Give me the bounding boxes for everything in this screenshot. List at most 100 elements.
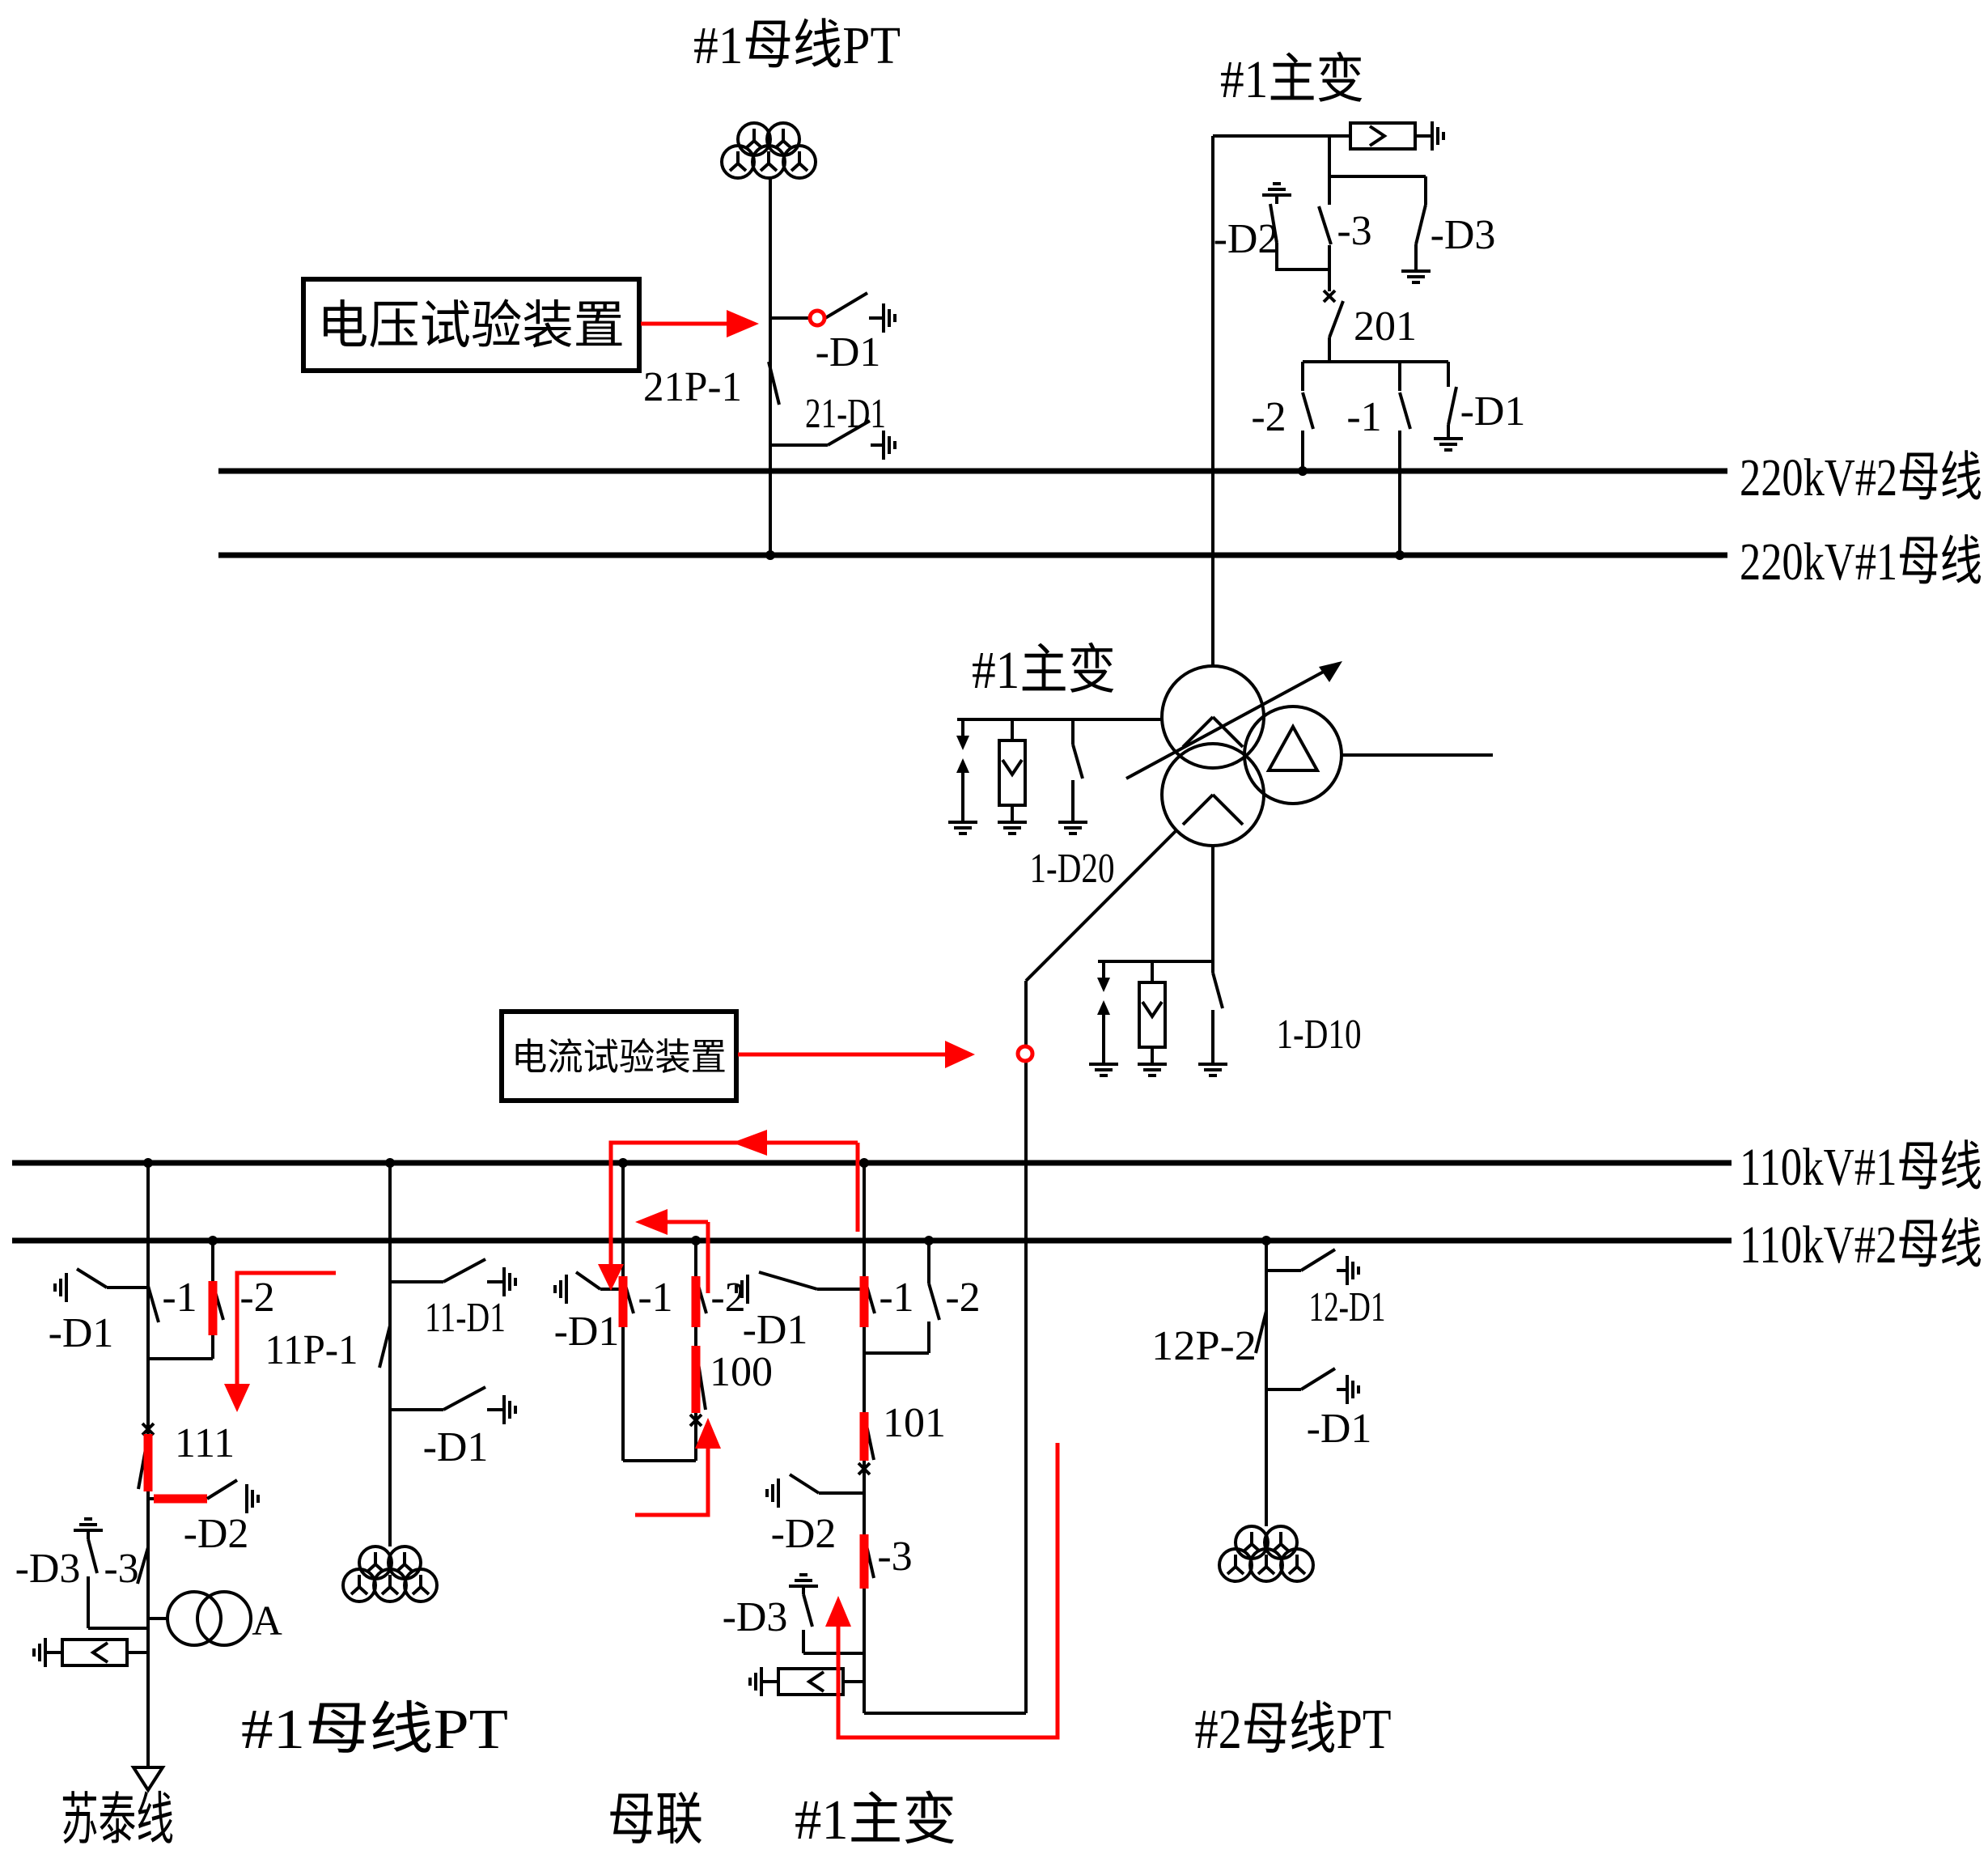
tx110-d2-label: -D2 bbox=[771, 1511, 837, 1557]
disconnector-icon bbox=[1317, 136, 1426, 291]
busbar-220kv-2-label: 220kV#2母线 bbox=[1740, 448, 1982, 507]
pt-winding-icon bbox=[1218, 1525, 1315, 1583]
tx110-name-label: #1主变 bbox=[795, 1789, 956, 1852]
voltage-test-point bbox=[807, 308, 827, 328]
tx-110kv-lead bbox=[864, 829, 1178, 1715]
pt220-breaker-label: 21P-1 bbox=[643, 364, 742, 410]
earth-switch-icon bbox=[53, 1267, 148, 1304]
sutai-s1-label: -1 bbox=[162, 1275, 197, 1321]
busbar-110kv-2: 110kV#2母线 bbox=[12, 1215, 1982, 1275]
sutai-d2-label: -D2 bbox=[184, 1511, 249, 1557]
earth-switch-icon bbox=[1057, 719, 1089, 835]
earth-switch-icon bbox=[1197, 972, 1229, 1077]
sutai-s3-label: -3 bbox=[104, 1546, 138, 1592]
earth-switch-icon bbox=[148, 1479, 260, 1515]
disconnector-icon bbox=[1395, 362, 1412, 560]
red-arrow-icon bbox=[738, 1041, 975, 1068]
bay-110kv-tx1: -D1 -1 -2 101 -D2 bbox=[723, 1158, 1060, 1852]
disconnector-icon bbox=[146, 1285, 160, 1323]
bay-110kv-bus1-pt: 11-D1 11P-1 -D1 #1母线PT bbox=[241, 1158, 517, 1761]
busbar-110kv-2-label: 110kV#2母线 bbox=[1740, 1215, 1982, 1275]
pt12-d1-label: -D1 bbox=[1307, 1406, 1372, 1452]
earth-switch-icon bbox=[1261, 182, 1329, 271]
txmid-d20-label: 1-D20 bbox=[1030, 846, 1115, 892]
sutai-d3-label: -D3 bbox=[15, 1546, 81, 1592]
earth-switch-icon bbox=[390, 1385, 517, 1426]
bay-220kv-tx1: #1主变 -D2 -3 -D3 bbox=[1211, 50, 1525, 666]
tx220-s1-label: -1 bbox=[1346, 394, 1381, 440]
busbar-220kv-1-label: 220kV#1母线 bbox=[1740, 532, 1982, 592]
voltage-test-label: 电压试验装置 bbox=[317, 297, 625, 354]
earth-switch-icon bbox=[390, 1258, 517, 1298]
pt-winding-icon bbox=[341, 1545, 439, 1603]
pt220-d21-label: 21-D1 bbox=[805, 391, 886, 437]
tx110-d1-label: -D1 bbox=[743, 1307, 808, 1353]
breaker-icon bbox=[1254, 1310, 1268, 1354]
coupler-d1-label: -D1 bbox=[554, 1309, 620, 1355]
tx220-d2-label: -D2 bbox=[1214, 216, 1279, 262]
tx220-s2-label: -2 bbox=[1251, 394, 1286, 440]
pt12-name-label: #2母线PT bbox=[1195, 1699, 1392, 1761]
earth-switch-icon bbox=[1266, 1248, 1360, 1287]
sutai-name-label: 苏泰线 bbox=[61, 1789, 174, 1852]
sutai-d1-label: -D1 bbox=[49, 1310, 114, 1356]
breaker-icon bbox=[1322, 289, 1345, 362]
sutai-meter-label: A bbox=[252, 1598, 282, 1644]
earth-switch-icon bbox=[787, 1573, 864, 1655]
earth-switch-icon bbox=[765, 1473, 864, 1509]
protection-group-220: 1-D20 bbox=[948, 718, 1162, 892]
breaker-icon bbox=[689, 1346, 707, 1428]
disconnector-icon bbox=[859, 1534, 875, 1589]
tx110-s2-label: -2 bbox=[945, 1275, 980, 1321]
tx110-s3-label: -3 bbox=[877, 1534, 912, 1580]
coupler-breaker-label: 100 bbox=[710, 1349, 773, 1395]
surge-arrester-icon bbox=[750, 1667, 864, 1696]
disconnector-icon bbox=[864, 1236, 941, 1355]
current-flow-arrow bbox=[825, 1443, 1060, 1740]
current-test-point bbox=[1015, 1044, 1035, 1063]
pt12-d12-label: 12-D1 bbox=[1309, 1284, 1386, 1330]
disconnector-icon bbox=[691, 1276, 708, 1327]
bay-sutai-line: -D1 -1 -2 111 bbox=[15, 1158, 336, 1852]
tx220-s3-label: -3 bbox=[1337, 208, 1371, 254]
busbar-110kv-1-label: 110kV#1母线 bbox=[1740, 1138, 1982, 1197]
surge-arrester-icon bbox=[998, 719, 1027, 834]
coupler-s1-label: -1 bbox=[638, 1275, 672, 1321]
earth-switch-icon bbox=[770, 291, 897, 334]
busbar-110kv-1: 110kV#1母线 bbox=[12, 1138, 1982, 1197]
disconnector-icon bbox=[859, 1276, 876, 1327]
coupler-s2-label: -2 bbox=[710, 1275, 745, 1321]
busbar-220kv-2: 220kV#2母线 bbox=[218, 448, 1982, 507]
line-termination-icon bbox=[130, 1766, 166, 1793]
bay-110kv-bus2-pt: 12-D1 12P-2 -D1 #2母线PT bbox=[1151, 1236, 1392, 1761]
protection-group-110: 1-D10 bbox=[1089, 846, 1362, 1077]
earth-switch-icon bbox=[735, 1271, 864, 1305]
disconnector-icon bbox=[1298, 362, 1315, 476]
main-transformer: #1主变 1-D20 bbox=[864, 641, 1493, 1715]
pt11-breaker-label: 11P-1 bbox=[265, 1327, 358, 1373]
earth-switch-icon bbox=[72, 1517, 148, 1630]
tx110-d3-label: -D3 bbox=[723, 1594, 788, 1640]
bay-220kv-tx1-title: #1主变 bbox=[1220, 50, 1364, 109]
spark-gap-icon bbox=[948, 719, 977, 834]
sutai-s2-label: -2 bbox=[239, 1275, 274, 1321]
current-flow-arrow bbox=[224, 1271, 336, 1412]
bay-220kv-bus1-pt: #1母线PT -D1 21P-1 21-D1 bbox=[643, 16, 901, 560]
sutai-breaker-label: 111 bbox=[175, 1420, 235, 1466]
bay-220kv-bus1-pt-title: #1母线PT bbox=[693, 16, 901, 75]
voltage-test-annotation: 电压试验装置 bbox=[301, 277, 827, 373]
current-flow-arrow bbox=[635, 1418, 721, 1517]
current-flow-arrow bbox=[635, 1209, 710, 1293]
disconnector-icon bbox=[618, 1276, 635, 1327]
tx220-d3-label: -D3 bbox=[1431, 212, 1496, 258]
earth-switch-icon bbox=[770, 419, 897, 461]
current-flow-arrow bbox=[598, 1130, 860, 1291]
earth-switch-icon bbox=[1400, 176, 1432, 284]
surge-arrester-icon bbox=[1138, 961, 1167, 1075]
earth-switch-icon bbox=[1266, 1367, 1360, 1406]
tx110-s1-label: -1 bbox=[879, 1275, 913, 1321]
pt220-d1-label: -D1 bbox=[816, 329, 881, 375]
current-test-box bbox=[499, 1009, 739, 1103]
tx110-breaker-label: 101 bbox=[883, 1400, 946, 1446]
